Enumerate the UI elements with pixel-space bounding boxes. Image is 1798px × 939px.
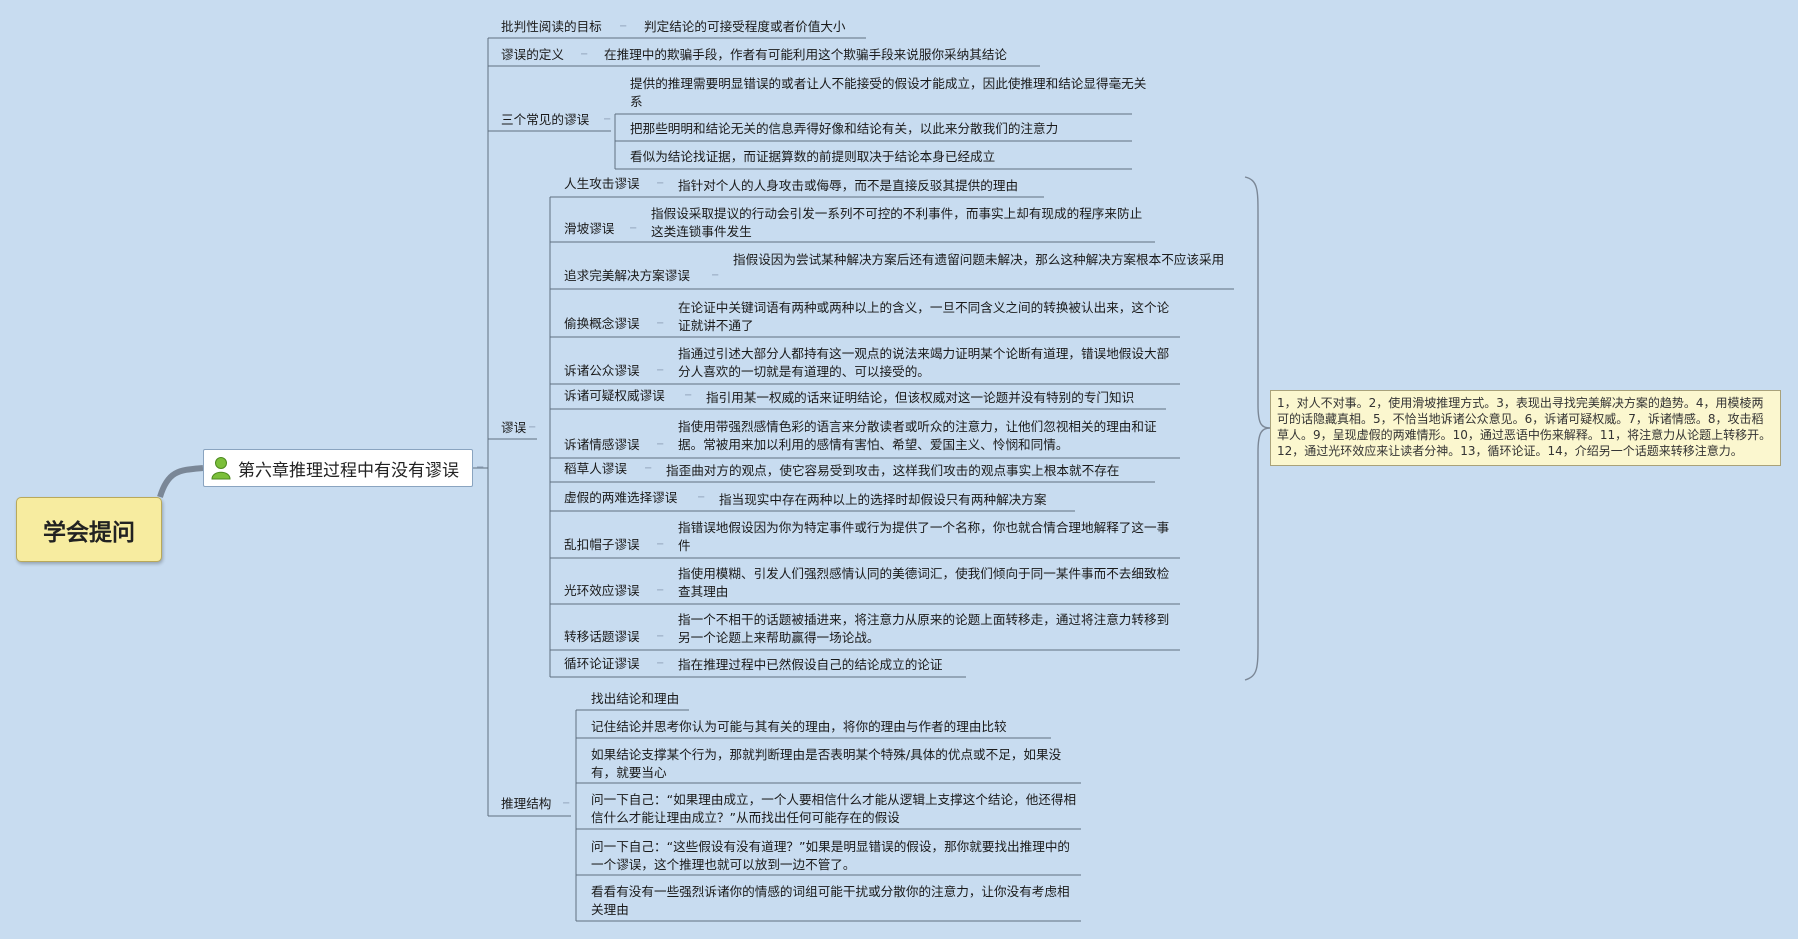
structure-step[interactable]: 问一下自己：“这些假设有没有道理？”如果是明显错误的假设，那你就要找出推理中的一…	[591, 839, 1071, 872]
structure-step[interactable]: 看看有没有一些强烈诉诸你的情感的词组可能干扰或分散你的注意力，让你没有考虑相关理…	[591, 884, 1070, 917]
notes-text: 1，对人不对事。2，使用滑坡推理方式。3，表现出寻找完美解决方案的趋势。4，用模…	[1277, 396, 1772, 458]
fallacy-description[interactable]: 指错误地假设因为你为特定事件或行为提供了一个名称，你也就合情合理地解释了这一事件	[678, 520, 1170, 553]
goal-detail[interactable]: 判定结论的可接受程度或者价值大小	[644, 19, 846, 34]
structure-step[interactable]: 如果结论支撑某个行为，那就判断理由是否表明某个特殊/具体的优点或不足，如果没有，…	[591, 747, 1062, 780]
collapse-minus-icon[interactable]: −	[528, 422, 537, 433]
common-fallacy-item[interactable]: 提供的推理需要明显错误的或者让人不能接受的假设才能成立，因此使推理和结论显得毫无…	[630, 76, 1147, 109]
collapse-minus-icon[interactable]: −	[711, 270, 720, 281]
fallacy-name[interactable]: 追求完美解决方案谬误	[564, 268, 690, 283]
fallacy-name[interactable]: 偷换概念谬误	[564, 316, 640, 331]
branch-definition[interactable]: 谬误的定义	[501, 47, 564, 62]
collapse-minus-icon[interactable]: −	[644, 463, 653, 474]
fallacy-description[interactable]: 指当现实中存在两种以上的选择时却假设只有两种解决方案	[719, 492, 1047, 507]
connector-curve	[157, 465, 204, 498]
fallacy-name[interactable]: 虚假的两难选择谬误	[564, 490, 678, 505]
collapse-minus-icon[interactable]: −	[580, 49, 589, 60]
collapse-minus-icon[interactable]: −	[619, 21, 628, 32]
structure-step[interactable]: 找出结论和理由	[591, 691, 680, 706]
fallacy-description[interactable]: 指在推理过程中已然假设自己的结论成立的论证	[678, 657, 943, 672]
structure-step[interactable]: 记住结论并思考你认为可能与其有关的理由，将你的理由与作者的理由比较	[591, 719, 1007, 734]
branch-reasoning-structure[interactable]: 推理结构	[501, 796, 552, 811]
fallacy-name[interactable]: 转移话题谬误	[564, 629, 640, 644]
fallacy-description[interactable]: 指一个不相干的话题被插进来，将注意力从原来的论题上面转移走，通过将注意力转移到另…	[678, 612, 1170, 645]
collapse-minus-icon[interactable]: −	[656, 539, 665, 550]
fallacy-name[interactable]: 光环效应谬误	[564, 583, 640, 598]
collapse-minus-icon[interactable]: −	[656, 585, 665, 596]
fallacy-description[interactable]: 指针对个人的人身攻击或侮辱，而不是直接反驳其提供的理由	[678, 178, 1019, 193]
root-topic-label: 学会提问	[43, 519, 135, 546]
collapse-minus-icon[interactable]: −	[476, 462, 485, 473]
collapse-minus-icon[interactable]: −	[603, 114, 612, 125]
structure-step[interactable]: 问一下自己：“如果理由成立，一个人要相信什么才能从逻辑上支撑这个结论，他还得相信…	[591, 792, 1077, 825]
collapse-minus-icon[interactable]: −	[656, 365, 665, 376]
fallacy-description[interactable]: 指引用某一权威的话来证明结论，但该权威对这一论题并没有特别的专门知识	[706, 390, 1135, 405]
fallacy-description[interactable]: 指使用带强烈感情色彩的语言来分散读者或听众的注意力，让他们忽视相关的理由和证据。…	[678, 419, 1157, 452]
collapse-minus-icon[interactable]: −	[656, 318, 665, 329]
collapse-minus-icon[interactable]: −	[656, 631, 665, 642]
fallacy-description[interactable]: 指歪曲对方的观点，使它容易受到攻击，这样我们攻击的观点事实上根本就不存在	[666, 463, 1120, 478]
fallacy-name[interactable]: 诉诸可疑权威谬误	[564, 388, 665, 403]
collapse-minus-icon[interactable]: −	[629, 223, 638, 234]
fallacy-name[interactable]: 滑坡谬误	[564, 221, 615, 236]
person-icon	[211, 457, 231, 480]
fallacy-name[interactable]: 诉诸公众谬误	[564, 363, 640, 378]
fallacy-name[interactable]: 乱扣帽子谬误	[564, 537, 640, 552]
main-topic-label: 第六章推理过程中有没有谬误	[238, 460, 459, 481]
common-fallacy-item[interactable]: 把那些明明和结论无关的信息弄得好像和结论有关，以此来分散我们的注意力	[630, 121, 1059, 136]
fallacy-name[interactable]: 人生攻击谬误	[564, 176, 640, 191]
collapse-minus-icon[interactable]: −	[656, 178, 665, 189]
collapse-minus-icon[interactable]: −	[697, 492, 706, 503]
fallacy-description[interactable]: 指通过引述大部分人都持有这一观点的说法来竭力证明某个论断有道理，错误地假设大部分…	[678, 346, 1170, 379]
connector-curve	[1244, 176, 1271, 681]
root-topic[interactable]: 学会提问	[16, 497, 162, 562]
fallacy-name[interactable]: 诉诸情感谬误	[564, 437, 640, 452]
fallacy-description[interactable]: 指使用模糊、引发人们强烈感情认同的美德词汇，使我们倾向于同一某件事而不去细致检查…	[678, 566, 1170, 599]
notes-box[interactable]: 1，对人不对事。2，使用滑坡推理方式。3，表现出寻找完美解决方案的趋势。4，用模…	[1270, 390, 1781, 466]
common-fallacy-item[interactable]: 看似为结论找证据，而证据算数的前提则取决于结论本身已经成立	[630, 149, 996, 164]
branch-goal[interactable]: 批判性阅读的目标	[501, 19, 602, 34]
collapse-minus-icon[interactable]: −	[562, 798, 571, 809]
collapse-minus-icon[interactable]: −	[656, 439, 665, 450]
fallacy-description[interactable]: 指假设采取提议的行动会引发一系列不可控的不利事件，而事实上却有现成的程序来防止这…	[651, 206, 1143, 239]
branch-fallacies[interactable]: 谬误	[501, 420, 527, 435]
fallacy-name[interactable]: 循环论证谬误	[564, 656, 640, 671]
fallacy-name[interactable]: 稻草人谬误	[564, 461, 627, 476]
collapse-minus-icon[interactable]: −	[656, 658, 665, 669]
definition-detail[interactable]: 在推理中的欺骗手段，作者有可能利用这个欺骗手段来说服你采纳其结论	[604, 47, 1007, 62]
main-topic[interactable]: 第六章推理过程中有没有谬误	[203, 449, 473, 487]
fallacy-description[interactable]: 在论证中关键词语有两种或两种以上的含义，一旦不同含义之间的转换被认出来，这个论证…	[678, 300, 1170, 333]
branch-common-fallacies[interactable]: 三个常见的谬误	[501, 112, 590, 127]
fallacy-description[interactable]: 指假设因为尝试某种解决方案后还有遗留问题未解决，那么这种解决方案根本不应该采用	[733, 252, 1225, 267]
collapse-minus-icon[interactable]: −	[684, 390, 693, 401]
